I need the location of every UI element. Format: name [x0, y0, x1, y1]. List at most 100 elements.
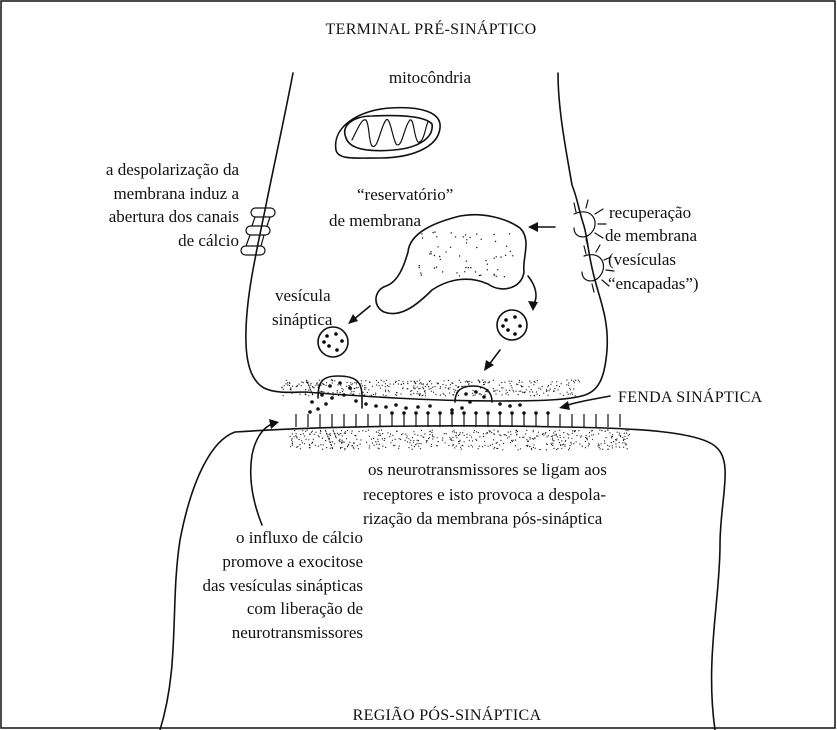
stipple-dot: [615, 443, 616, 444]
stipple-dot: [281, 387, 282, 388]
stipple-dot: [300, 391, 301, 392]
stipple-dot: [484, 384, 485, 385]
bound-neurotransmitter: [390, 411, 394, 415]
stipple-dot: [406, 437, 407, 438]
stipple-dot: [346, 386, 347, 387]
stipple-dot: [455, 435, 456, 436]
stipple-dot: [495, 241, 496, 242]
stipple-dot: [297, 446, 298, 447]
stipple-dot: [462, 445, 463, 446]
stipple-dot: [616, 446, 617, 447]
stipple-dot: [434, 267, 435, 268]
neurotransmitter: [518, 403, 522, 407]
stipple-dot: [410, 391, 411, 392]
stipple-dot: [469, 435, 470, 436]
stipple-dot: [542, 386, 543, 387]
stipple-dot: [371, 395, 372, 396]
stipple-dot: [311, 432, 312, 433]
stipple-dot: [472, 440, 473, 441]
stipple-dot: [511, 385, 512, 386]
stipple-dot: [476, 431, 477, 432]
stipple-dot: [299, 444, 300, 445]
stipple-dot: [554, 435, 555, 436]
stipple-dot: [530, 438, 531, 439]
stipple-dot: [381, 429, 382, 430]
stipple-dot: [448, 388, 449, 389]
receptors: [296, 411, 620, 427]
stipple-dot: [309, 387, 310, 388]
stipple-dot: [547, 386, 548, 387]
stipple-dot: [444, 433, 445, 434]
synaptic-cleft-label: FENDA SINÁPTICA: [618, 387, 763, 406]
stipple-dot: [434, 255, 435, 256]
stipple-dot: [432, 232, 433, 233]
bound-neurotransmitter: [534, 411, 538, 415]
stipple-dot: [568, 434, 569, 435]
stipple-dot: [566, 379, 567, 380]
stipple-dot: [561, 440, 562, 441]
stipple-dot: [553, 391, 554, 392]
stipple-dot: [512, 441, 513, 442]
stipple-dot: [495, 393, 496, 394]
stipple-dot: [428, 438, 429, 439]
stipple-dot: [453, 394, 454, 395]
stipple-dot: [369, 447, 370, 448]
stipple-dot: [342, 447, 343, 448]
stipple-dot: [401, 384, 402, 385]
stipple-dot: [526, 389, 527, 390]
stipple-dot: [508, 432, 509, 433]
neurotransmitter: [460, 406, 464, 410]
stipple-dot: [379, 448, 380, 449]
stipple-dot: [543, 433, 544, 434]
stipple-dot: [533, 431, 534, 432]
stipple-dot: [421, 435, 422, 436]
stipple-dot: [388, 390, 389, 391]
stipple-dot: [417, 391, 418, 392]
stipple-dot: [622, 437, 623, 438]
stipple-dot: [315, 385, 316, 386]
stipple-dot: [617, 432, 618, 433]
stipple-dot: [585, 447, 586, 448]
stipple-dot: [376, 384, 377, 385]
stipple-dot: [456, 445, 457, 446]
neurotransmitter: [416, 405, 420, 409]
stipple-dot: [326, 385, 327, 386]
stipple-dot: [392, 440, 393, 441]
stipple-dot: [494, 258, 495, 259]
stipple-dot: [567, 433, 568, 434]
presynaptic-terminal-label: TERMINAL PRÉ-SINÁPTICO: [326, 19, 537, 38]
stipple-dot: [560, 437, 561, 438]
stipple-dot: [496, 443, 497, 444]
label-line: abertura dos canais: [109, 207, 239, 226]
stipple-dot: [398, 380, 399, 381]
synaptic-vesicle-right: [497, 310, 527, 340]
stipple-dot: [301, 381, 302, 382]
stipple-dot: [497, 442, 498, 443]
stipple-dot: [483, 436, 484, 437]
stipple-dot: [564, 446, 565, 447]
stipple-dot: [572, 433, 573, 434]
stipple-dot: [567, 392, 568, 393]
stipple-dot: [356, 387, 357, 388]
stipple-dot: [492, 444, 493, 445]
stipple-dot: [507, 437, 508, 438]
stipple-dot: [509, 233, 510, 234]
stipple-dot: [292, 443, 293, 444]
neurotransmitter: [474, 390, 478, 394]
stipple-dot: [384, 438, 385, 439]
stipple-dot: [516, 434, 517, 435]
stipple-dot: [297, 385, 298, 386]
stipple-dot: [362, 385, 363, 386]
stipple-dot: [521, 385, 522, 386]
stipple-dot: [487, 269, 488, 270]
stipple-dot: [376, 431, 377, 432]
stipple-dot: [470, 267, 471, 268]
stipple-dot: [601, 443, 602, 444]
stipple-dot: [294, 430, 295, 431]
stipple-dot: [517, 431, 518, 432]
stipple-dot: [528, 386, 529, 387]
stipple-dot: [390, 434, 391, 435]
stipple-dot: [471, 382, 472, 383]
stipple-dot: [414, 381, 415, 382]
